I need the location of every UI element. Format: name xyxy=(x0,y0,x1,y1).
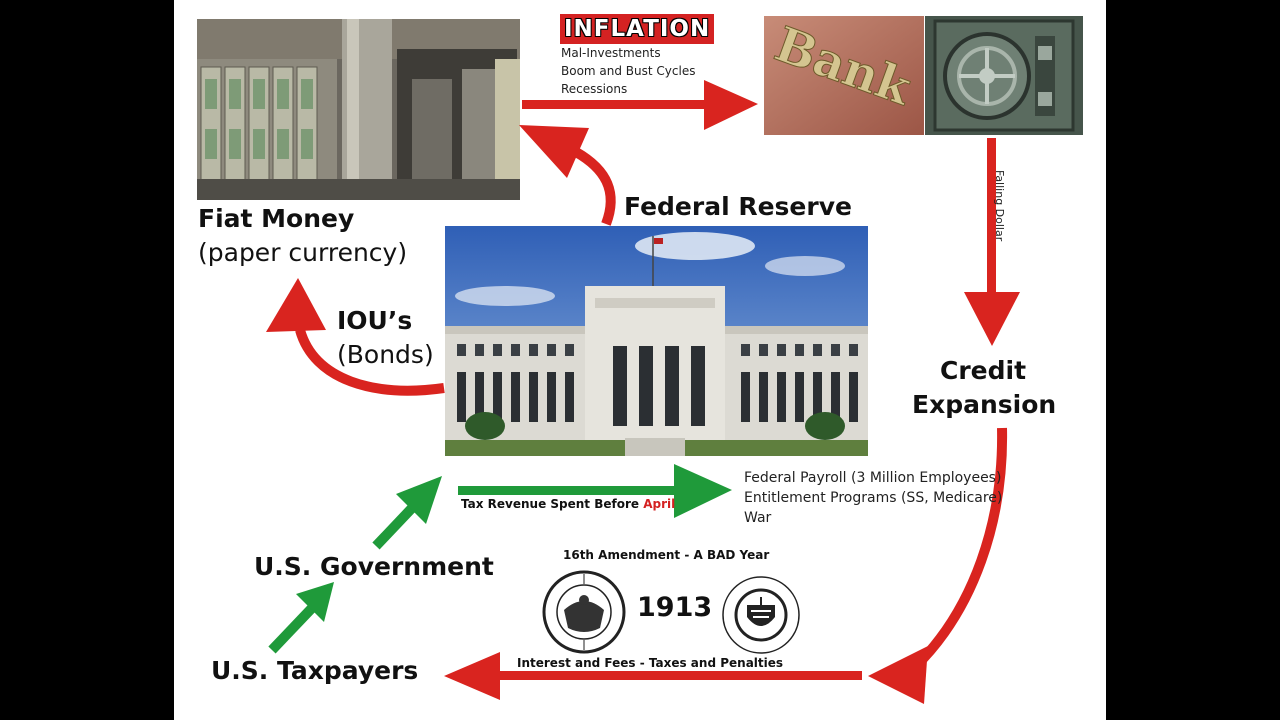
printing-press-photo xyxy=(197,19,520,200)
us-government-label: U.S. Government xyxy=(254,552,494,581)
paper-currency-label: (paper currency) xyxy=(198,238,408,267)
arrow-ious-bonds xyxy=(266,278,445,396)
us-taxpayers-label: U.S. Taxpayers xyxy=(211,656,419,685)
tax-revenue-text: Tax Revenue Spent Before xyxy=(461,497,644,511)
inflation-label: INFLATION xyxy=(560,14,715,44)
bank-vault-photo xyxy=(925,16,1083,135)
arrow-credit-to-taxpayers xyxy=(444,427,1008,704)
april-highlight: April xyxy=(643,497,676,511)
effect-recessions: Recessions xyxy=(561,82,628,96)
effect-mal-investments: Mal-Investments xyxy=(561,46,661,60)
bonds-label: (Bonds) xyxy=(337,340,434,369)
credit-label: Credit xyxy=(940,356,1027,385)
spending-entitlements: Entitlement Programs (SS, Medicare) xyxy=(744,490,1003,506)
spending-war: War xyxy=(744,510,772,526)
diagram-slide: Bank xyxy=(174,0,1106,720)
irs-seal-icon xyxy=(721,575,801,655)
fiat-money-label: Fiat Money xyxy=(198,204,355,233)
year-label: 1913 xyxy=(637,592,713,623)
arrow-government-to-fed xyxy=(372,476,442,550)
spending-list: Federal Payroll (3 Million Employees) En… xyxy=(744,468,1002,528)
inflation-effects-list: Mal-Investments Boom and Bust Cycles Rec… xyxy=(561,44,695,98)
arrow-taxpayers-to-government xyxy=(268,582,334,654)
amendment-label: 16th Amendment - A BAD Year xyxy=(563,548,770,562)
arrow-tax-revenue xyxy=(458,464,732,518)
falling-dollar-label: Falling Dollar xyxy=(993,170,1006,242)
effect-boom-bust: Boom and Bust Cycles xyxy=(561,64,696,78)
bank-sign-photo: Bank xyxy=(764,16,924,135)
spending-federal-payroll: Federal Payroll (3 Million Employees) xyxy=(744,470,1002,486)
flow-arrows xyxy=(266,80,1020,704)
federal-reserve-label: Federal Reserve xyxy=(624,192,852,221)
interest-fees-label: Interest and Fees - Taxes and Penalties xyxy=(517,656,784,670)
arrow-fed-to-fiat xyxy=(519,125,616,226)
federal-reserve-seal-icon xyxy=(542,570,626,654)
expansion-label: Expansion xyxy=(912,390,1057,419)
tax-revenue-label: Tax Revenue Spent Before April xyxy=(461,497,675,511)
arrow-bank-to-credit xyxy=(964,138,1020,346)
federal-reserve-building-photo xyxy=(445,226,868,456)
arrow-fiat-to-bank xyxy=(522,80,758,130)
ious-label: IOU’s xyxy=(337,306,413,335)
